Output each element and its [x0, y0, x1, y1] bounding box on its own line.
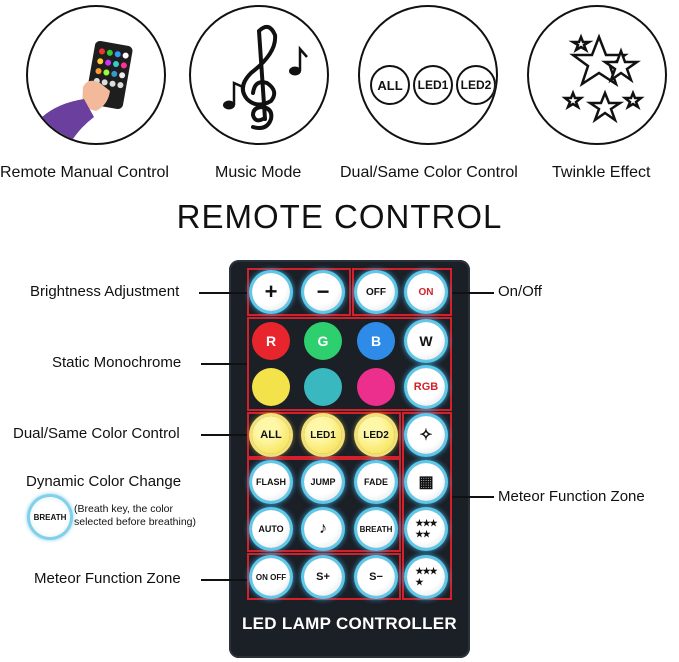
- dynamic-frame: [247, 458, 401, 552]
- onoff-frame: [352, 268, 452, 316]
- zone-button-led1: LED1: [413, 65, 453, 105]
- leader-brightness: [199, 292, 247, 294]
- meteor-stars-5-button[interactable]: ★★★★★: [407, 510, 445, 548]
- on-button[interactable]: ON: [407, 273, 445, 311]
- jump-button[interactable]: JUMP: [304, 463, 342, 501]
- zone-button-led2: LED2: [456, 65, 496, 105]
- teal-button[interactable]: [304, 368, 342, 406]
- feature-label: Dual/Same Color Control: [340, 164, 518, 181]
- flash-button[interactable]: FLASH: [252, 463, 290, 501]
- feature-label: Music Mode: [215, 164, 302, 181]
- grid-icon: ▦: [418, 474, 434, 491]
- breath-note-line-1: (Breath key, the color: [74, 503, 174, 515]
- leader-static: [201, 363, 247, 365]
- speed-down-button[interactable]: S−: [357, 558, 395, 596]
- meteor-onoff-button[interactable]: ON OFF: [252, 558, 290, 596]
- meteor-left-frame: [247, 553, 401, 600]
- leader-meteor-left: [201, 579, 247, 581]
- meteor-right-frame: [402, 412, 452, 600]
- music-button[interactable]: ♪: [304, 510, 342, 548]
- hand-holding-remote-icon: [26, 5, 166, 145]
- breath-key-illustration: BREATH: [30, 497, 70, 537]
- fade-button[interactable]: FADE: [357, 463, 395, 501]
- twinkle-icon: ✧: [419, 427, 433, 444]
- breath-note-line-2: selected before breathing): [74, 516, 196, 528]
- callout-static: Static Monochrome: [52, 354, 182, 371]
- white-button[interactable]: W: [407, 322, 445, 360]
- callout-meteor-right: Meteor Function Zone: [498, 488, 645, 505]
- remote-footer: LED LAMP CONTROLLER: [241, 614, 458, 633]
- callout-dual: Dual/Same Color Control: [13, 425, 180, 442]
- meteor-grid-button[interactable]: ▦: [407, 463, 445, 501]
- twinkling-stars-icon: [527, 5, 667, 145]
- meteor-stars-4-button[interactable]: ★★★★: [407, 558, 445, 596]
- brightness-up-button[interactable]: +: [252, 273, 290, 311]
- leader-meteor-right: [452, 496, 494, 498]
- feature-label: Twinkle Effect: [552, 164, 651, 181]
- speed-up-button[interactable]: S+: [304, 558, 342, 596]
- yellow-button[interactable]: [252, 368, 290, 406]
- callout-brightness: Brightness Adjustment: [30, 283, 180, 300]
- static-frame: [247, 317, 452, 411]
- leader-dual: [201, 434, 247, 436]
- brightness-frame: [247, 268, 351, 316]
- green-button[interactable]: G: [304, 322, 342, 360]
- twinkle-button[interactable]: ✧: [407, 416, 445, 454]
- music-notes-icon: [189, 5, 329, 145]
- five-stars-icon: ★★★★★: [415, 518, 437, 539]
- brightness-down-button[interactable]: −: [304, 273, 342, 311]
- blue-button[interactable]: B: [357, 322, 395, 360]
- red-button[interactable]: R: [252, 322, 290, 360]
- leader-onoff: [452, 292, 494, 294]
- auto-button[interactable]: AUTO: [252, 510, 290, 548]
- page-title: REMOTE CONTROL: [176, 198, 503, 235]
- all-button[interactable]: ALL: [252, 416, 290, 454]
- rgb-button[interactable]: RGB: [407, 368, 445, 406]
- remote-control: + − OFF ON R G B W RGB ALL LED1 LED2 ✧ F…: [229, 260, 470, 658]
- dual-frame: [247, 412, 401, 458]
- callout-onoff: On/Off: [498, 283, 542, 300]
- led2-button[interactable]: LED2: [357, 416, 395, 454]
- zone-buttons-icon: ALL LED1 LED2: [358, 5, 498, 145]
- pink-button[interactable]: [357, 368, 395, 406]
- zone-button-all: ALL: [370, 65, 410, 105]
- feature-label: Remote Manual Control: [0, 164, 169, 181]
- callout-meteor-left: Meteor Function Zone: [34, 570, 181, 587]
- four-stars-icon: ★★★★: [415, 566, 437, 587]
- off-button[interactable]: OFF: [357, 273, 395, 311]
- music-note-icon: ♪: [319, 520, 327, 537]
- led1-button[interactable]: LED1: [304, 416, 342, 454]
- breath-button[interactable]: BREATH: [357, 510, 395, 548]
- breath-note: (Breath key, the color selected before b…: [74, 503, 196, 529]
- callout-dynamic: Dynamic Color Change: [26, 473, 182, 490]
